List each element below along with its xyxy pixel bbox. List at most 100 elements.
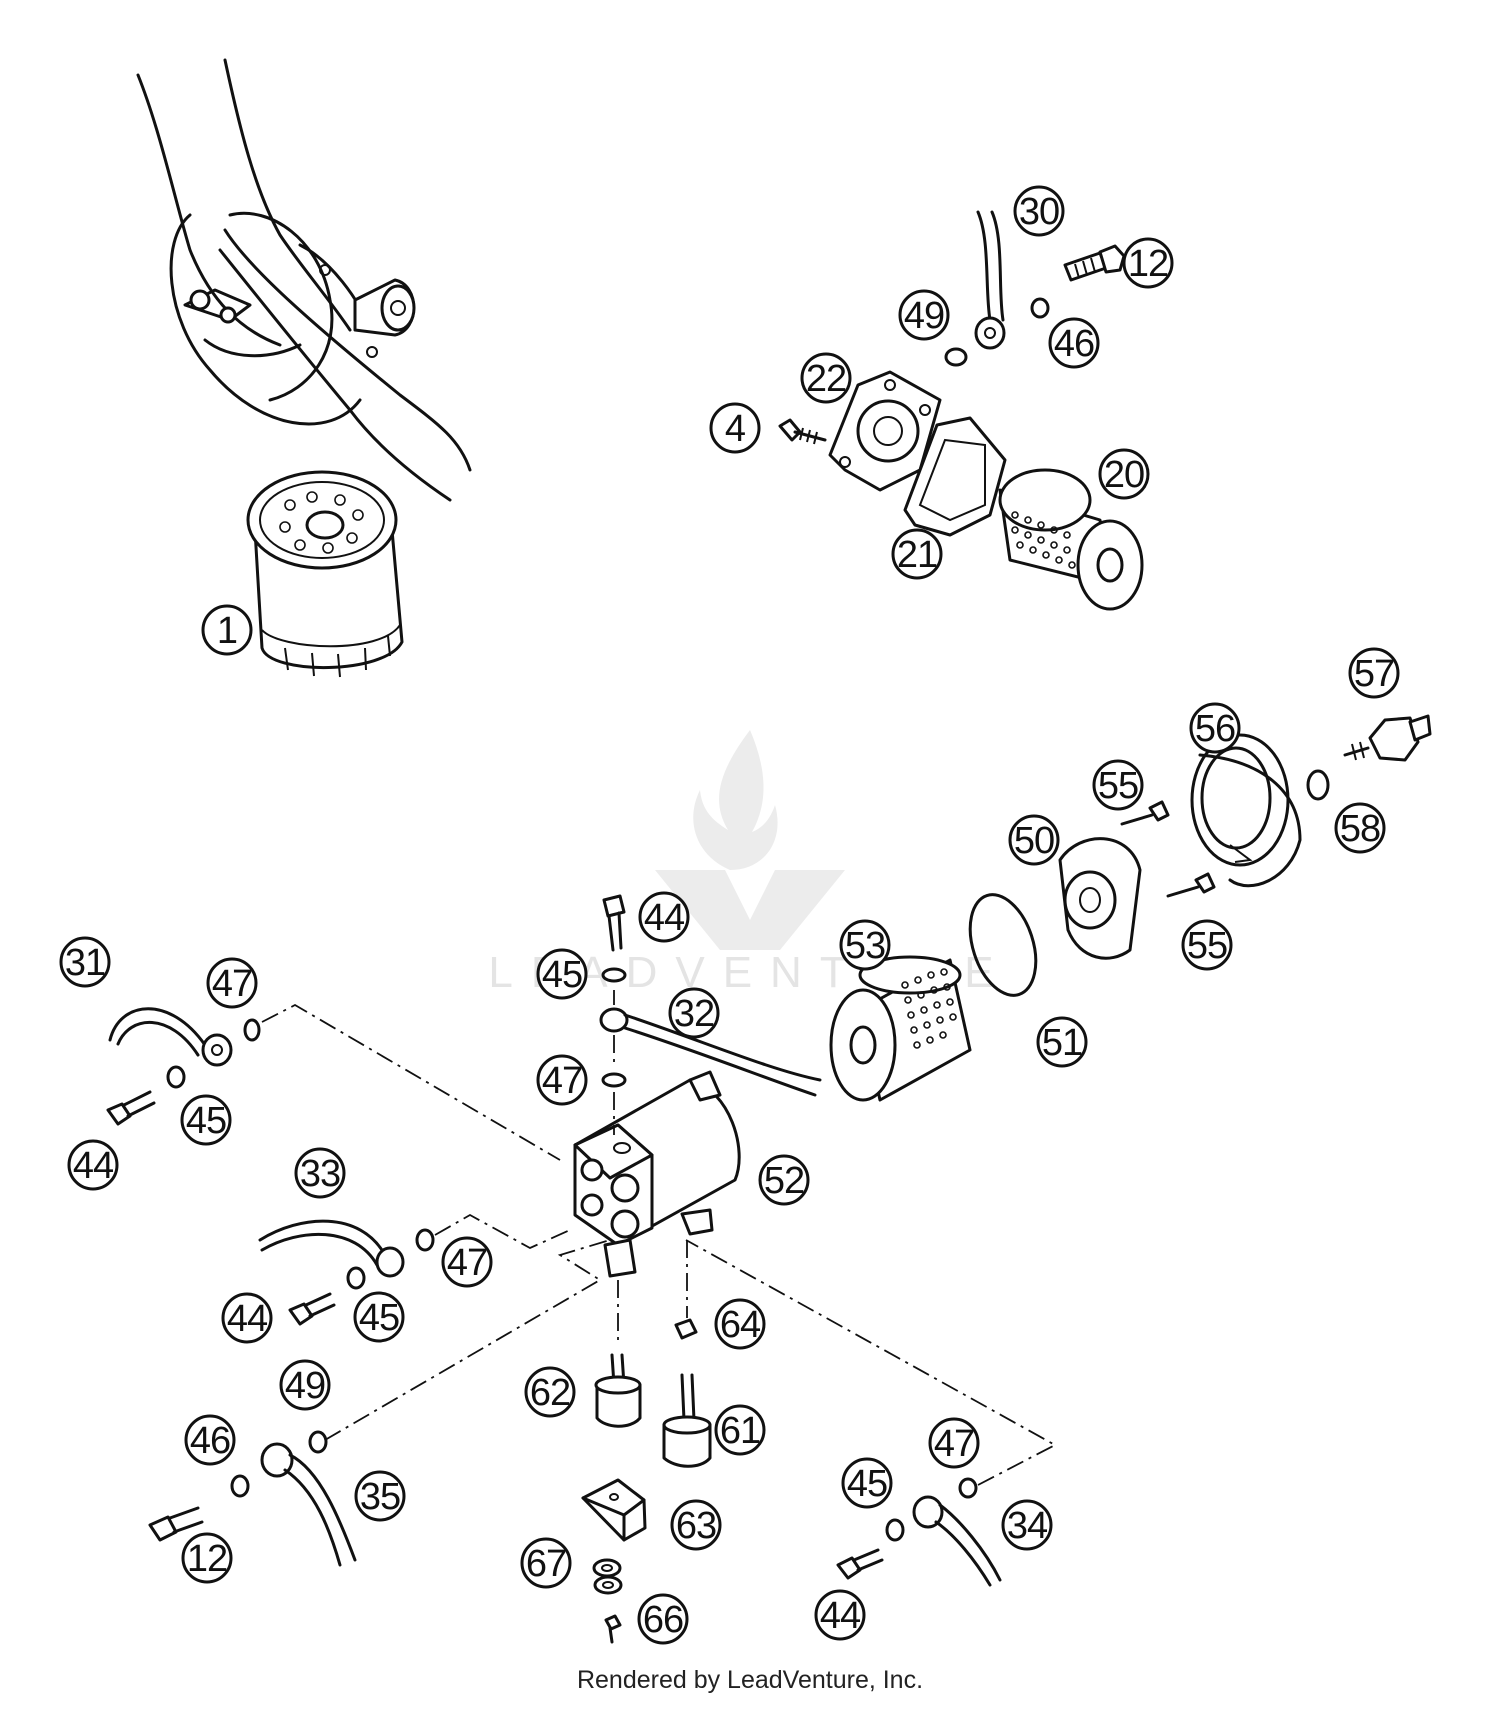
filter-element-53 — [829, 955, 972, 1102]
callout-12-lower-label: 12 — [187, 1538, 227, 1580]
o-ring-51 — [968, 893, 1038, 997]
callout-20: 20 — [1098, 448, 1150, 500]
callout-44-left: 44 — [67, 1139, 119, 1191]
callout-44-right-label: 44 — [820, 1595, 861, 1637]
callout-33-label: 33 — [300, 1153, 340, 1195]
callout-21: 21 — [891, 528, 943, 580]
callout-12-label: 12 — [1128, 243, 1168, 285]
callout-57: 57 — [1348, 647, 1400, 699]
callout-61-label: 61 — [720, 1410, 760, 1452]
callout-56: 56 — [1189, 702, 1241, 754]
pressure-switch-57 — [1343, 714, 1432, 762]
callout-45-right-label: 45 — [847, 1463, 887, 1505]
mount-61 — [662, 1373, 712, 1468]
callout-47-top-label: 47 — [542, 1060, 582, 1102]
washer-45-mid — [346, 1266, 366, 1290]
banjo-bolt-44-top — [602, 894, 626, 952]
callout-30: 30 — [1013, 185, 1065, 237]
washer-49-lower — [308, 1430, 328, 1454]
callout-4-label: 4 — [725, 408, 746, 450]
callout-52-label: 52 — [764, 1160, 804, 1202]
callout-46-lower: 46 — [184, 1414, 236, 1466]
callout-45-mid: 45 — [353, 1291, 405, 1343]
callout-47-top: 47 — [536, 1054, 588, 1106]
callout-45-right: 45 — [841, 1457, 893, 1509]
callout-67: 67 — [520, 1537, 572, 1589]
screw-66 — [604, 1614, 622, 1644]
callout-31-label: 31 — [65, 942, 105, 984]
washer-46-lower — [230, 1474, 250, 1498]
callout-66: 66 — [637, 1593, 689, 1645]
filter-cover-22 — [828, 370, 942, 492]
callout-44-top: 44 — [638, 891, 690, 943]
screw-55-upper — [1120, 800, 1170, 826]
callout-58-label: 58 — [1340, 808, 1380, 850]
callout-47-right: 47 — [928, 1417, 980, 1469]
callout-47-mid: 47 — [441, 1236, 493, 1288]
callout-47-left-label: 47 — [212, 963, 252, 1005]
callout-45-left-label: 45 — [186, 1100, 226, 1142]
callout-51: 51 — [1036, 1016, 1088, 1068]
callout-49: 49 — [898, 289, 950, 341]
engine-case-assembly — [136, 58, 472, 502]
banjo-bolt-12 — [1063, 244, 1126, 282]
callout-62: 62 — [524, 1366, 576, 1418]
banjo-line-30 — [974, 210, 1006, 350]
oil-line-34 — [912, 1495, 1002, 1587]
assembly-leader-lines — [261, 990, 1057, 1486]
callout-49-label: 49 — [904, 295, 944, 337]
callout-53: 53 — [839, 919, 891, 971]
callout-46-lower-label: 46 — [190, 1420, 230, 1462]
housing-ring-56 — [1190, 733, 1302, 888]
callout-46-label: 46 — [1054, 323, 1094, 365]
callout-4: 4 — [709, 402, 761, 454]
filter-element-20 — [998, 468, 1144, 611]
washer-47-right — [958, 1477, 978, 1499]
callout-47-left: 47 — [206, 957, 258, 1009]
callout-45-top: 45 — [536, 948, 588, 1000]
footer-credit: Rendered by LeadVenture, Inc. — [576, 1666, 924, 1694]
callout-61: 61 — [714, 1404, 766, 1456]
callout-63-label: 63 — [676, 1505, 716, 1547]
banjo-bolt-44-left — [106, 1090, 156, 1126]
callout-12-lower: 12 — [181, 1532, 233, 1584]
oil-line-33 — [258, 1219, 405, 1278]
callout-64-label: 64 — [720, 1304, 761, 1346]
callout-51-label: 51 — [1042, 1022, 1082, 1064]
callout-33: 33 — [294, 1147, 346, 1199]
bracket-63 — [581, 1478, 647, 1542]
washer-45-top — [601, 967, 627, 983]
washer-47-mid — [415, 1228, 435, 1252]
washer-46 — [1030, 297, 1050, 319]
callout-67-label: 67 — [526, 1543, 566, 1585]
washer-49 — [944, 347, 968, 367]
banjo-bolt-12-lower — [148, 1506, 204, 1542]
callout-66-label: 66 — [643, 1599, 683, 1641]
callout-44-left-label: 44 — [73, 1145, 114, 1187]
washer-45-left — [166, 1065, 186, 1089]
callout-44-right: 44 — [814, 1589, 866, 1641]
callout-22: 22 — [800, 352, 852, 404]
callout-57-label: 57 — [1354, 653, 1394, 695]
washer-47-left — [243, 1018, 261, 1042]
banjo-bolt-44-mid — [288, 1292, 336, 1326]
banjo-bolt-44-right — [836, 1548, 884, 1580]
callout-32-label: 32 — [674, 993, 714, 1035]
callout-50: 50 — [1008, 814, 1060, 866]
screw-4 — [778, 418, 827, 445]
callout-56-label: 56 — [1195, 708, 1235, 750]
callout-45-top-label: 45 — [542, 954, 582, 996]
callout-45-mid-label: 45 — [359, 1297, 399, 1339]
callout-12: 12 — [1122, 237, 1174, 289]
callout-31: 31 — [59, 936, 111, 988]
callout-47-mid-label: 47 — [447, 1242, 487, 1284]
callout-62-label: 62 — [530, 1372, 570, 1414]
callout-21-label: 21 — [897, 534, 937, 576]
washer-45-right — [885, 1518, 905, 1542]
mount-62 — [594, 1353, 642, 1428]
washer-47-top — [601, 1072, 627, 1088]
cover-50 — [1058, 837, 1142, 960]
callout-44-mid-label: 44 — [227, 1298, 268, 1340]
callout-34: 34 — [1001, 1499, 1053, 1551]
